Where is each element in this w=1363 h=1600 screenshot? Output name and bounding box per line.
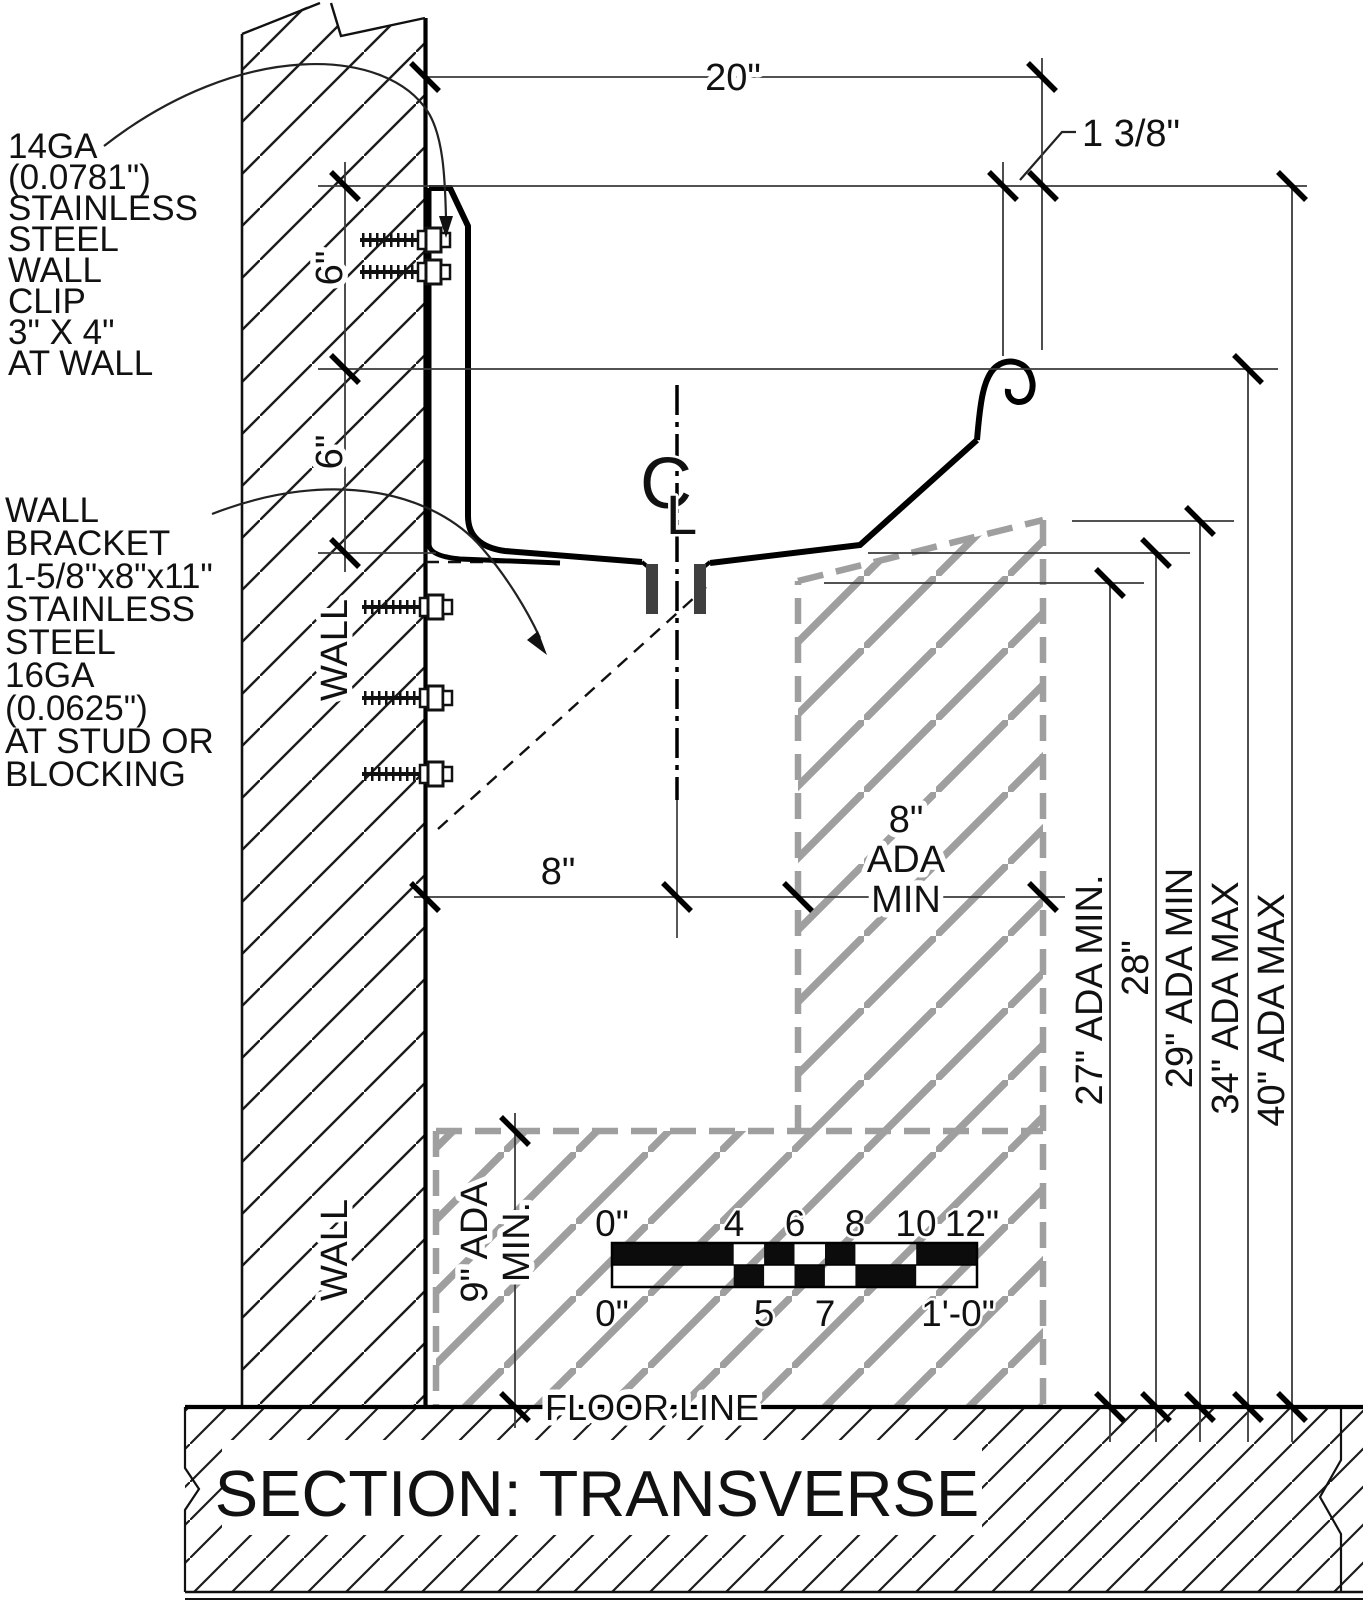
scale-tick-label: 10 xyxy=(895,1203,936,1244)
wall-hatch xyxy=(242,2,425,1407)
wall-clip-note-line: 3" X 4" xyxy=(8,313,115,352)
drain-centerline: C L xyxy=(638,385,700,938)
wall-bracket-hidden-lines xyxy=(426,560,707,830)
dim-28in-label: 28" xyxy=(1115,940,1157,996)
scale-tick-label: 0" xyxy=(595,1293,629,1334)
knee-zone-label: ADA xyxy=(867,839,946,881)
drain-flange-left xyxy=(646,564,658,614)
wall-clip-note-line: WALL xyxy=(8,251,102,290)
wall-clip-note-line: CLIP xyxy=(8,282,86,321)
toe-zone-label: MIN. xyxy=(496,1202,538,1282)
front-rim-roll xyxy=(974,358,1036,441)
dim-20in-label: 20" xyxy=(705,57,761,99)
wall-bracket-note-line: STAINLESS xyxy=(5,590,195,629)
bracket-diagonal-line xyxy=(437,586,707,830)
floor-break-right-icon xyxy=(1318,1407,1343,1592)
wall-clip-note: 14GA (0.0781") STAINLESS STEEL WALL CLIP… xyxy=(8,127,198,383)
wall-bracket-note-line: STEEL xyxy=(5,623,116,662)
dim-27in-label: 27" ADA MIN. xyxy=(1069,874,1111,1105)
dimension-lines xyxy=(318,58,1307,1442)
dim-6in-lower-label: 6" xyxy=(309,435,351,470)
clip-arrow-icon xyxy=(439,216,453,238)
bracket-leader-line xyxy=(211,488,541,639)
dim-6in-upper-label: 6" xyxy=(309,251,351,286)
wall-clip-note-line: AT WALL xyxy=(8,344,153,383)
wall-bracket-note-line: AT STUD OR xyxy=(5,722,214,761)
dim-29in-label: 29" ADA MIN xyxy=(1159,868,1201,1088)
wall-bracket-note-line: 1-5/8"x8"x11" xyxy=(5,557,213,596)
sink-bottom-front xyxy=(709,437,980,566)
wall-bracket-note: WALL BRACKET 1-5/8"x8"x11" STAINLESS STE… xyxy=(5,491,214,794)
clip-leader-line xyxy=(103,62,448,219)
sink-back-outer xyxy=(426,188,561,566)
bracket-arrow-icon xyxy=(527,631,547,655)
dim-8in-label: 8" xyxy=(541,851,576,893)
wall-bracket-note-line: WALL xyxy=(5,491,99,530)
graphic-scale-bar: 0" 4 6 8 10 12" 0" 5 7 1'-0" xyxy=(593,1201,1002,1337)
wall-section xyxy=(240,1,428,1407)
wall-bracket-note-line: 16GA xyxy=(5,656,95,695)
drain-flange-right xyxy=(694,564,706,614)
sink-back-inner xyxy=(429,185,643,565)
wall-bracket-note-line: BRACKET xyxy=(5,524,170,563)
centerline-symbol-icon: L xyxy=(666,483,697,546)
scale-tick-label: 4 xyxy=(724,1203,745,1244)
dim-rim-roll-label: 1 3/8" xyxy=(1082,113,1180,155)
sink-profile xyxy=(426,185,1036,614)
scale-tick-label: 7 xyxy=(815,1293,836,1334)
wall-clip-note-line: STAINLESS xyxy=(8,189,198,228)
scale-tick-label: 5 xyxy=(754,1293,775,1334)
wall-label-lower: WALL xyxy=(314,1199,356,1301)
floor-line-label: FLOOR LINE xyxy=(545,1387,759,1428)
title-backplate xyxy=(222,1440,982,1535)
drawing-title: SECTION: TRANSVERSE xyxy=(215,1457,980,1530)
dim-34in-label: 34" ADA MAX xyxy=(1205,881,1247,1114)
floor-break-left-icon xyxy=(183,1407,201,1592)
knee-zone-label: MIN xyxy=(871,879,941,921)
knee-zone-label: 8" xyxy=(889,799,924,841)
scale-tick-label: 6 xyxy=(785,1203,806,1244)
leaders xyxy=(103,62,1076,655)
dim-40in-label: 40" ADA MAX xyxy=(1251,893,1293,1126)
toe-zone-label: 9" ADA xyxy=(454,1181,496,1303)
knee-zone-top-edge xyxy=(797,516,1044,585)
wall-clip-note-line: STEEL xyxy=(8,220,119,259)
wall-bracket-note-line: BLOCKING xyxy=(5,755,186,794)
wall-clip-note-line: (0.0781") xyxy=(8,158,151,197)
wall-label-upper: WALL xyxy=(314,599,356,701)
clearance-hatch xyxy=(436,520,1043,1407)
scale-tick-label: 0" xyxy=(595,1203,629,1244)
scale-tick-label: 8 xyxy=(845,1203,866,1244)
scale-tick-label: 1'-0" xyxy=(921,1293,995,1334)
centerline-symbol-icon: C xyxy=(640,444,692,524)
wall-bracket-note-line: (0.0625") xyxy=(5,689,148,728)
floor-slab xyxy=(183,1407,1363,1600)
rim-roll-leader-line xyxy=(1019,130,1076,181)
wall-break-icon xyxy=(241,1,426,38)
scale-tick-label: 12" xyxy=(945,1203,999,1244)
wall-clip-note-line: 14GA xyxy=(8,127,98,166)
ada-clearance-zone xyxy=(432,516,1047,1407)
